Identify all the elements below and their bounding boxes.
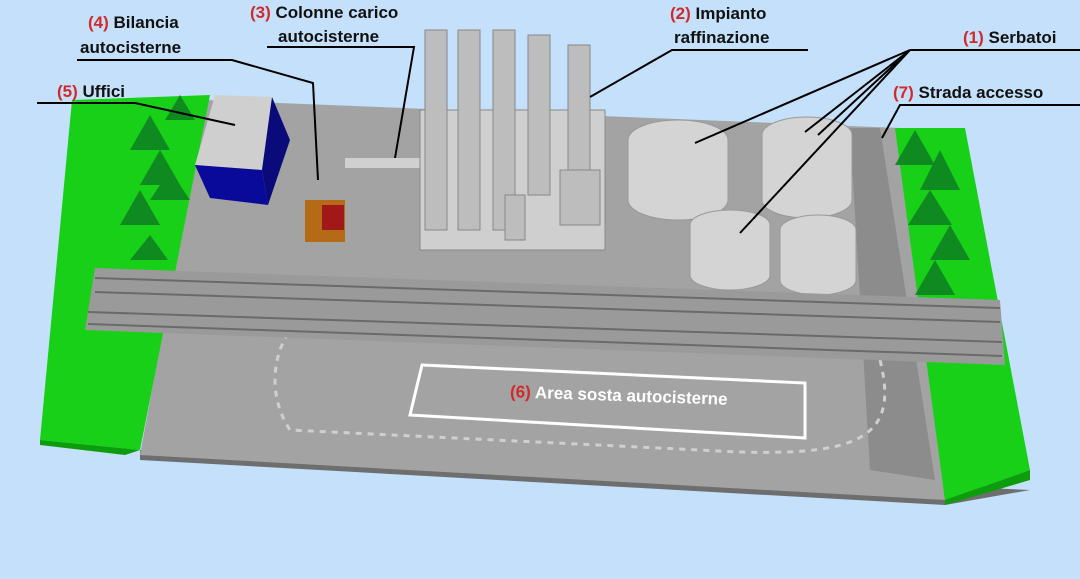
label-text: Uffici	[82, 82, 126, 101]
office-side	[262, 97, 290, 205]
road-curve	[273, 329, 887, 454]
label-text: Bilancia	[113, 13, 179, 32]
weighbridge-booth	[322, 205, 344, 230]
label-strada: (7) Strada accesso	[893, 83, 1043, 103]
loading-columns	[345, 158, 425, 168]
rail-tracks	[87, 277, 1003, 357]
label-bilancia: (4) Bilancia	[88, 13, 179, 33]
storage-tanks	[627, 116, 857, 296]
label-text: Serbatoi	[988, 28, 1057, 47]
label-text: Colonne carico	[275, 3, 399, 22]
label-uffici: (5) Uffici	[57, 82, 125, 102]
label-number: (6)	[509, 382, 532, 402]
office-roof	[195, 95, 272, 170]
label-number: (4)	[88, 13, 109, 32]
label-colonne-line2: autocisterne	[278, 27, 380, 46]
office-wall	[195, 165, 268, 205]
refinery-plant	[419, 29, 606, 251]
label-number: (2)	[670, 4, 691, 23]
trees-left	[120, 95, 195, 260]
trees-right	[895, 130, 970, 295]
label-serbatoi: (1) Serbatoi	[963, 28, 1057, 48]
label-number: (3)	[250, 3, 271, 22]
label-number: (7)	[893, 83, 914, 102]
label-text: Strada accesso	[918, 83, 1044, 102]
label-number: (5)	[57, 82, 78, 101]
label-number: (1)	[963, 28, 984, 47]
label-text: Impianto	[695, 4, 767, 23]
label-impianto: (2) Impianto	[670, 4, 766, 24]
label-bilancia-line2: autocisterne	[80, 38, 182, 57]
leader-lines	[37, 46, 1080, 234]
label-impianto-line2: raffinazione	[674, 28, 770, 47]
label-colonne: (3) Colonne carico	[250, 3, 398, 23]
grass-right-front	[945, 470, 1030, 505]
railway-viaduct	[85, 268, 1005, 365]
parking-area-outline	[408, 363, 807, 440]
grass-left-front	[40, 440, 140, 455]
